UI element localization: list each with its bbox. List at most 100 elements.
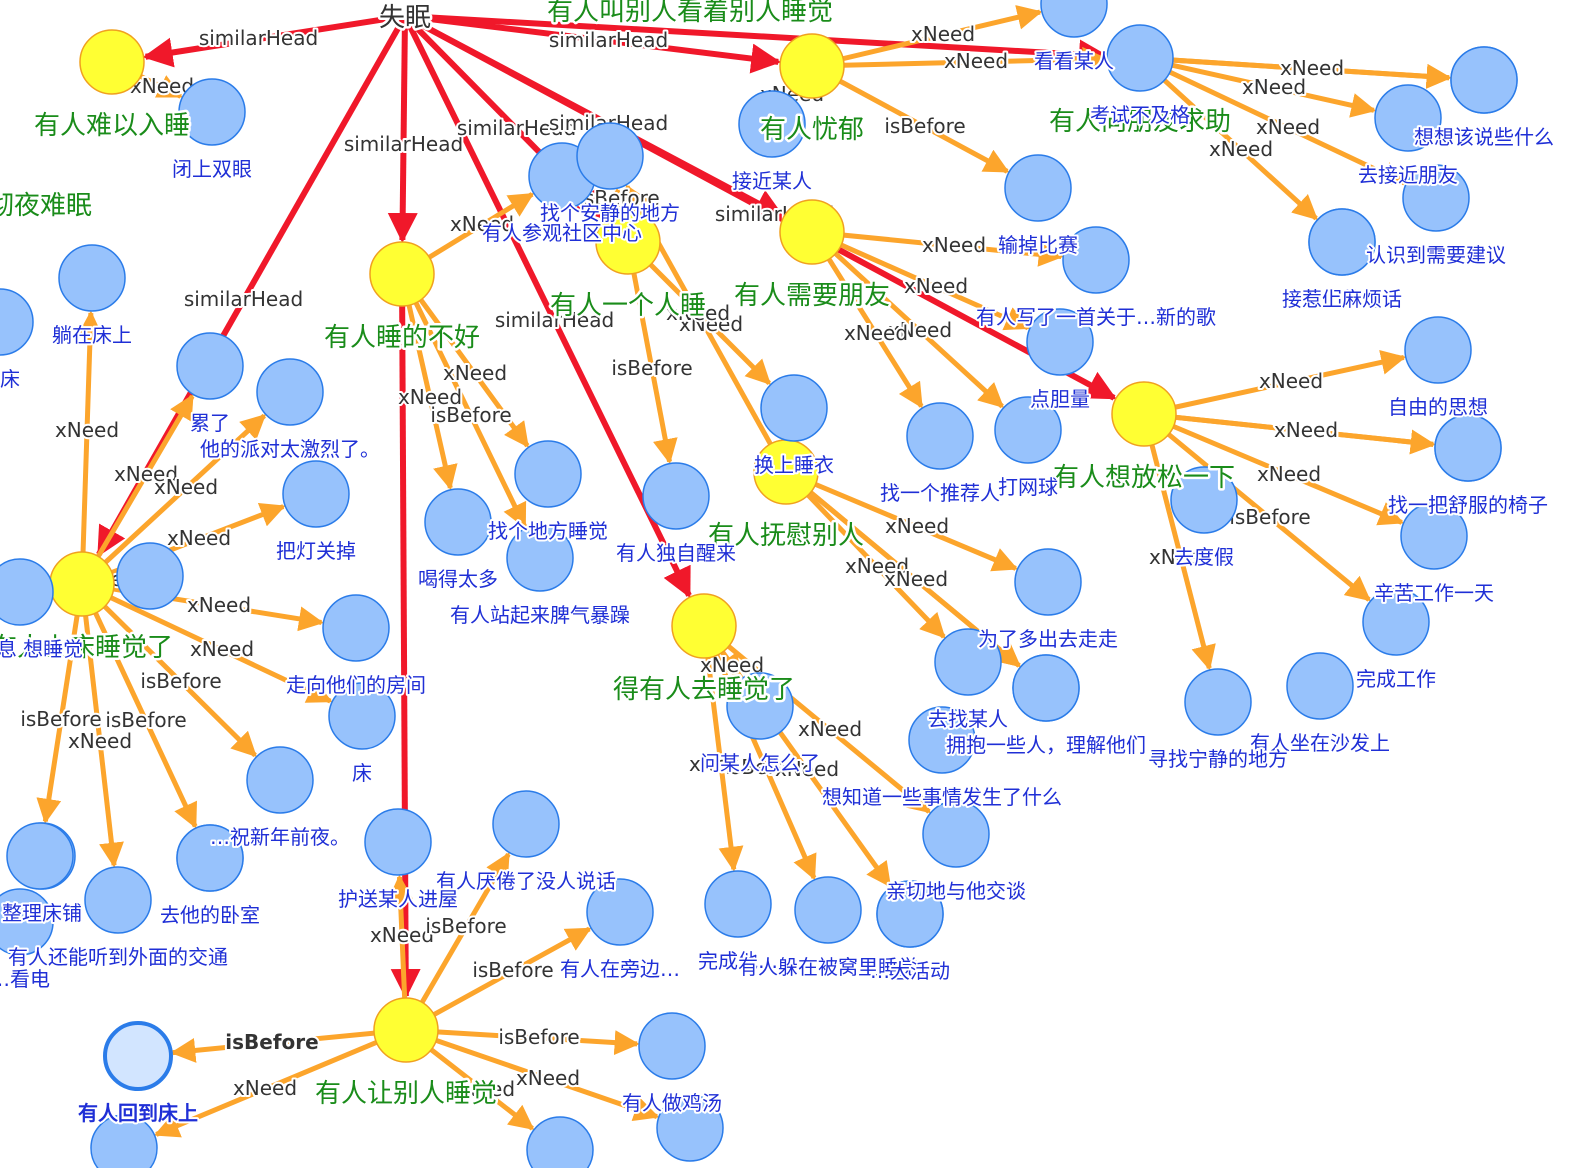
relation-edge-y10-b37[interactable] (702, 624, 931, 814)
attribute-node-b51[interactable] (84, 866, 152, 934)
relation-edge-y8-b60[interactable] (36, 583, 85, 824)
event-node-y8[interactable] (49, 551, 115, 617)
relation-edge-y5-b18[interactable] (810, 229, 1031, 331)
relation-edge-y8-b49[interactable] (80, 581, 333, 704)
relation-edge-y9-b33[interactable] (785, 469, 1019, 572)
attribute-node-b56[interactable] (0, 288, 34, 356)
event-node-y10[interactable] (671, 593, 737, 659)
event-node-y1[interactable] (79, 29, 145, 95)
attribute-node-b21[interactable] (1374, 84, 1442, 152)
relation-edge-y2-b7[interactable] (399, 272, 527, 529)
relation-edge-y8-b50[interactable] (80, 582, 257, 758)
attribute-node-b57[interactable] (1450, 46, 1518, 114)
event-node-y2[interactable] (369, 241, 435, 307)
attribute-node-b1[interactable] (178, 78, 246, 146)
relation-edge-y9-b34[interactable] (784, 470, 946, 639)
nodes-layer[interactable] (0, 0, 1518, 1168)
attribute-node-b5[interactable] (282, 460, 350, 528)
relation-edge-y5-b19[interactable] (810, 230, 1005, 409)
attribute-node-b11[interactable] (642, 462, 710, 530)
similar-edge-root-y2[interactable] (387, 15, 418, 244)
relation-edge-y4-b14[interactable] (811, 5, 1043, 69)
relation-edge-y11-b45[interactable] (404, 926, 592, 1033)
attribute-node-b61[interactable] (176, 824, 244, 892)
relation-edge-y11-b63[interactable] (153, 1027, 407, 1138)
relation-edge-y10-b41[interactable] (701, 624, 817, 881)
relation-edge-y4-b15[interactable] (811, 46, 1108, 72)
similar-edge-root-y4[interactable] (404, 13, 782, 74)
attribute-node-b27[interactable] (1400, 502, 1468, 570)
relation-edge-y11-b43[interactable] (403, 852, 511, 1032)
attribute-node-b7[interactable] (506, 524, 574, 592)
relation-edge-y6-b23[interactable] (1138, 56, 1318, 221)
relation-edge-y11-b47[interactable] (170, 1027, 407, 1063)
relation-edge-y7-b26[interactable] (1143, 411, 1436, 455)
attribute-node-b43[interactable] (492, 790, 560, 858)
event-node-y5[interactable] (779, 199, 845, 265)
attribute-node-b15[interactable] (1106, 24, 1174, 92)
attribute-node-b65[interactable] (526, 1116, 594, 1168)
attribute-node-b31[interactable] (1170, 466, 1238, 534)
attribute-node-b8[interactable] (514, 440, 582, 508)
relation-edge-y7-b28[interactable] (1142, 412, 1371, 602)
similar-edge-root-y1[interactable] (142, 13, 406, 68)
attribute-node-b3[interactable] (176, 332, 244, 400)
relation-edge-y8-b2[interactable] (77, 310, 103, 585)
attribute-node-b58[interactable] (1434, 414, 1502, 482)
attribute-node-b29[interactable] (1286, 652, 1354, 720)
attribute-node-b10[interactable] (576, 122, 644, 190)
similar-edge-root-y7[interactable] (403, 13, 1117, 401)
relation-edge-y7-b30[interactable] (1141, 413, 1216, 671)
attribute-node-b37[interactable] (922, 800, 990, 868)
attribute-node-b14[interactable] (1040, 0, 1108, 38)
event-node-y4[interactable] (779, 33, 845, 99)
attribute-node-b54[interactable] (0, 888, 54, 956)
relation-edge-y6-b57[interactable] (1139, 55, 1452, 89)
attribute-node-b2[interactable] (58, 244, 126, 312)
attribute-node-b60[interactable] (6, 822, 74, 890)
relation-edge-y10-b42[interactable] (701, 624, 892, 888)
event-node-y3[interactable] (595, 209, 661, 275)
attribute-node-b12[interactable] (760, 374, 828, 442)
relation-edge-y8-b61[interactable] (79, 582, 198, 829)
attribute-node-b6[interactable] (424, 488, 492, 556)
relation-edge-y7-b27[interactable] (1143, 411, 1405, 526)
relation-edge-y11-b64[interactable] (405, 1027, 660, 1122)
attribute-node-b40[interactable] (704, 870, 772, 938)
attribute-node-b18[interactable] (1026, 308, 1094, 376)
attribute-node-b34[interactable] (934, 628, 1002, 696)
attribute-node-b64[interactable] (656, 1094, 724, 1162)
relation-edge-y6-b21[interactable] (1139, 55, 1377, 118)
relation-edge-y7-b25[interactable] (1143, 350, 1407, 417)
attribute-node-b41[interactable] (794, 876, 862, 944)
attribute-node-b48[interactable] (322, 594, 390, 662)
relation-edge-y8-b3[interactable] (79, 394, 195, 586)
attribute-node-b45[interactable] (586, 878, 654, 946)
attribute-node-b47[interactable] (103, 1021, 173, 1091)
relation-edge-y11-b46[interactable] (405, 1027, 640, 1056)
relation-edge-y3-b11[interactable] (625, 241, 678, 465)
attribute-node-b55[interactable] (0, 558, 54, 626)
attribute-node-b44[interactable] (364, 808, 432, 876)
attribute-node-b62[interactable] (1012, 654, 1080, 722)
attribute-node-b63[interactable] (90, 1114, 158, 1168)
attribute-node-b22[interactable] (1402, 164, 1470, 232)
attribute-node-b16[interactable] (1004, 154, 1072, 222)
attribute-node-b28[interactable] (1362, 588, 1430, 656)
attribute-node-b19[interactable] (994, 396, 1062, 464)
attribute-node-b50[interactable] (246, 746, 314, 814)
relation-edge-y6-b22[interactable] (1138, 55, 1407, 186)
attribute-node-b39[interactable] (726, 672, 794, 740)
attribute-node-b17[interactable] (1062, 226, 1130, 294)
relation-edge-y8-b4[interactable] (80, 413, 267, 586)
relation-edge-y8-b51[interactable] (79, 583, 124, 868)
similar-edge-root-y6[interactable] (404, 13, 1110, 70)
relation-edge-y5-b17[interactable] (811, 229, 1064, 267)
attribute-node-b24[interactable] (1308, 208, 1376, 276)
relation-edge-y4-b16[interactable] (810, 63, 1010, 174)
event-node-y7[interactable] (1111, 381, 1177, 447)
attribute-node-b49[interactable] (328, 682, 396, 750)
attribute-node-b25[interactable] (1404, 316, 1472, 384)
